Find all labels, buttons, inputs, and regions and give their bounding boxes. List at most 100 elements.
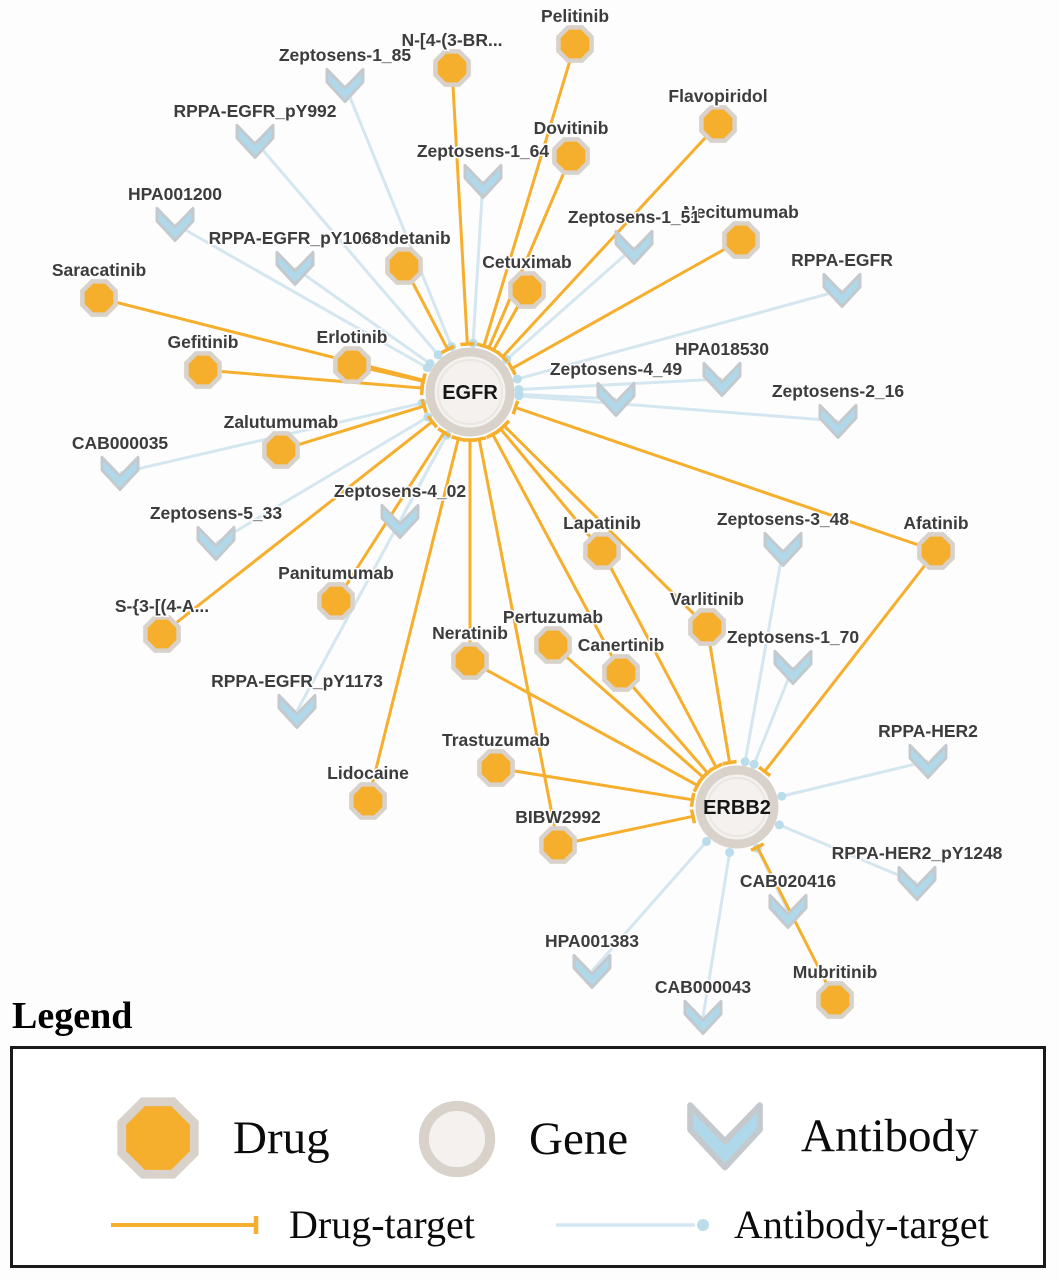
drug-edge-tee [486, 345, 501, 356]
antibody-label: Zeptosens-3_48 [717, 509, 850, 529]
antibody-label: Zeptosens-2_16 [772, 381, 905, 401]
antibody-target-edge [174, 222, 429, 370]
antibody-target-edge [295, 434, 448, 712]
drug-label: Zalutumumab [224, 412, 339, 432]
antibody-node [818, 403, 858, 439]
legend-title: Legend [12, 995, 133, 1037]
drug-label: Lidocaine [327, 763, 409, 783]
drug-label: Canertinib [578, 635, 665, 655]
drug-target-edge [469, 659, 699, 787]
antibody-node [325, 67, 365, 103]
drug-target-edge [705, 626, 732, 763]
drug-label: Necitumumab [683, 202, 799, 222]
antibody-edge-dot [702, 836, 712, 846]
drug-node [816, 981, 854, 1019]
drug-node [262, 431, 300, 469]
antibody-target-edge [505, 245, 635, 361]
drug-target-edge [450, 67, 469, 345]
drug-node [508, 271, 546, 309]
drug-target-edge [619, 672, 709, 774]
antibody-node [614, 229, 654, 265]
label-layer: PelitinibN-[4-(3-BR...DovitinibFlavopiri… [50, 5, 1004, 999]
drug-target-edge [491, 433, 623, 674]
antibody-edge-dot [512, 374, 522, 384]
legend-drug-item: Drug [109, 1089, 330, 1187]
drug-node [477, 749, 515, 787]
drug-edge-tee [426, 415, 438, 429]
antibody-label: HPA001200 [128, 184, 222, 204]
drug-node [556, 25, 594, 63]
drug-label: Dovitinib [534, 118, 609, 138]
drug-node [349, 782, 387, 820]
drug-node [143, 615, 181, 653]
antibody-chevron-icon [687, 1102, 763, 1171]
drug-node [722, 221, 760, 259]
drug-label: N-[4-(3-BR... [401, 30, 502, 50]
antibody-label: Zeptosens-5_33 [150, 503, 283, 523]
drug-edge-tee [689, 792, 696, 808]
antibody-label: RPPA-EGFR_pY992 [173, 101, 336, 121]
drug-node [534, 626, 572, 664]
node-layer [80, 25, 955, 1035]
antibody-label: RPPA-EGFR [791, 250, 893, 270]
drug-label: BIBW2992 [515, 807, 601, 827]
antibody-target-edge [343, 84, 453, 348]
drug-edge-tee [758, 765, 772, 778]
antibody-target-edge [778, 823, 918, 885]
drug-label: Vandetanib [357, 228, 450, 248]
antibody-target-edge [701, 852, 732, 1018]
drug-label: Saracatinib [52, 260, 146, 280]
antibody-node [763, 531, 803, 567]
drug-label: Trastuzumab [442, 730, 550, 750]
drug-node [433, 49, 471, 87]
drug-node [539, 826, 577, 864]
drug-label: Mubritinib [793, 962, 878, 982]
antibody-node [768, 893, 808, 929]
drug-target-edge [600, 550, 718, 768]
antibody-edge-dot [740, 757, 750, 767]
antibody-edge-dot [425, 359, 435, 369]
antibody-target-edge [743, 548, 785, 762]
gene-node [425, 347, 515, 437]
gene-label: ERBB2 [703, 797, 771, 819]
drug-node [583, 532, 621, 570]
drug-edge-tee [497, 419, 511, 432]
antibody-node [572, 953, 612, 989]
drug-target-edge [366, 438, 460, 802]
antibody-node [702, 361, 742, 397]
drug-node [385, 247, 423, 285]
antibody-label: RPPA-HER2 [878, 721, 978, 741]
antibody-edge-dot [777, 791, 787, 801]
drug-edge-tee [460, 341, 475, 347]
antibody-edge-dot [433, 350, 443, 360]
drug-edge-layer [98, 43, 938, 1001]
drug-edge-tee [722, 759, 737, 766]
drug-edge-tee [451, 435, 466, 442]
antibody-node [277, 693, 317, 729]
drug-node [552, 137, 590, 175]
antibody-label: Zeptosens-4_49 [550, 359, 683, 379]
antibody-edge-layer [119, 84, 929, 1018]
gene-node-inner-ring [707, 777, 767, 837]
drug-edge-tee [750, 842, 765, 852]
antibody-node [235, 123, 275, 159]
drug-edge-tee [506, 361, 517, 376]
drug-target-edge [499, 427, 604, 552]
antibody-label: Zeptosens-1_64 [417, 141, 550, 161]
antibody-target-edge [590, 840, 708, 972]
antibody-label: RPPA-EGFR_pY1173 [211, 671, 383, 691]
antibody-label: RPPA-EGFR_pY1068 [209, 228, 382, 248]
legend-antibody-label: Antibody [801, 1110, 979, 1162]
antibody-label: CAB020416 [740, 871, 837, 891]
drug-edge-tee [471, 436, 487, 443]
antibody-node [897, 865, 937, 901]
drug-target-edge [487, 155, 573, 349]
drug-target-edge [501, 122, 720, 358]
drug-target-edge [482, 43, 577, 347]
antibody-label: Zeptosens-4_02 [334, 481, 467, 501]
drug-target-edge [202, 368, 423, 390]
antibody-label: RPPA-HER2_pY1248 [832, 843, 1003, 863]
drug-node [184, 351, 222, 389]
drug-label: Varlitinib [670, 589, 744, 609]
drug-edge-tee [511, 400, 520, 415]
